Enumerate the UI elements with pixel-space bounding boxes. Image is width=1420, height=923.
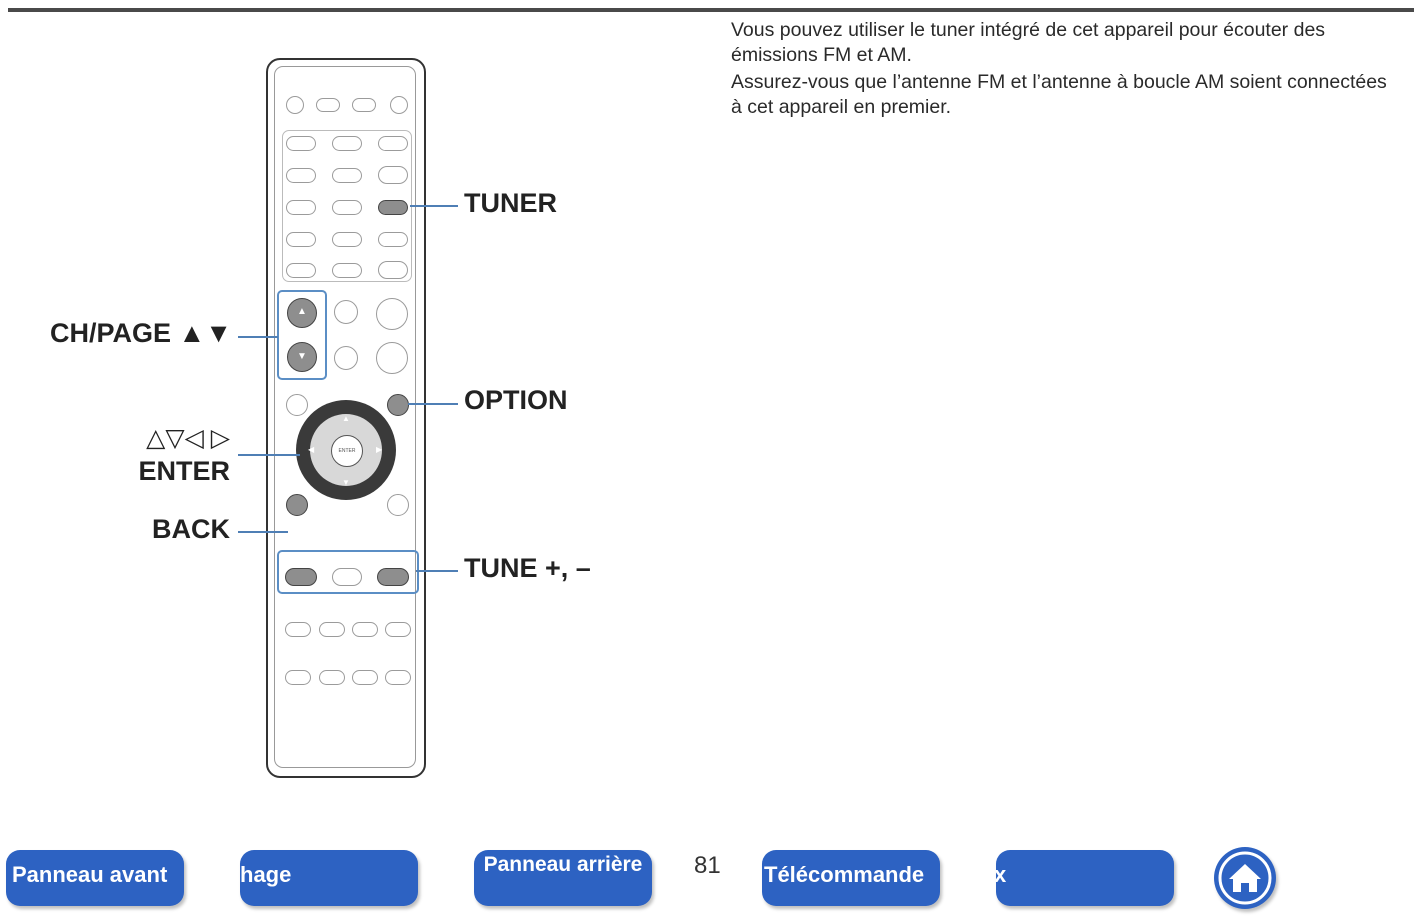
remote-button: [286, 136, 316, 151]
remote-button: [332, 168, 362, 183]
remote-button: [378, 261, 408, 279]
remote-button: [286, 200, 316, 215]
triangle-up-icon: ▲: [297, 306, 307, 317]
tune-plus-button: [377, 568, 409, 586]
callout-ch-page: CH/PAGE ▲▼: [50, 318, 232, 348]
nav-display-label: hage: [240, 862, 292, 887]
tuner-leader-line: [410, 205, 458, 207]
cursor-leader-line: [238, 454, 300, 456]
tune-highlight: [277, 550, 419, 594]
nav-rear-panel-button[interactable]: Panneau arrière: [474, 850, 652, 906]
remote-button: [286, 232, 316, 247]
ch-page-up-button: ▲: [287, 298, 317, 328]
remote-illustration: ▲ ▼ ENTER ▲ ▼ ◀ ▶: [266, 58, 426, 778]
nav-front-panel-label: Panneau avant: [12, 862, 168, 887]
arrow-left-icon: ◀: [308, 445, 315, 454]
remote-button: [352, 98, 376, 112]
arrow-down-icon: ▼: [342, 478, 350, 487]
volume-down-button: [376, 342, 408, 374]
nav-index-label: x: [996, 862, 1007, 887]
power-icon: [390, 96, 408, 114]
option-leader-line: [408, 403, 458, 405]
back-leader-line: [238, 531, 288, 533]
nav-front-panel-button[interactable]: Panneau avant: [6, 850, 184, 906]
remote-button: [332, 232, 362, 247]
remote-button: [334, 300, 358, 324]
tune-minus-button: [285, 568, 317, 586]
mute-icon: [334, 346, 358, 370]
sound-mode-button: [352, 670, 378, 685]
nav-remote-label: Télécommande: [764, 862, 925, 887]
ch-page-down-button: ▼: [287, 342, 317, 372]
remote-button: [332, 263, 362, 278]
cursor-pad: ENTER ▲ ▼ ◀ ▶: [296, 400, 396, 500]
remote-button: [378, 136, 408, 151]
nav-rear-panel-label: Panneau arrière: [483, 853, 643, 876]
home-button[interactable]: [1214, 847, 1276, 909]
info-button: [286, 394, 308, 416]
smart-select-button: [352, 622, 378, 637]
intro-text: Vous pouvez utiliser le tuner intégré de…: [731, 18, 1391, 122]
smart-select-button: [385, 622, 411, 637]
callout-option: OPTION: [464, 385, 568, 415]
ch-page-highlight: [277, 290, 327, 380]
remote-button: [378, 166, 408, 184]
smart-select-button: [285, 622, 311, 637]
sound-mode-button: [285, 670, 311, 685]
page-number: 81: [694, 852, 721, 879]
callout-back: BACK: [152, 514, 230, 544]
callout-tuner: TUNER: [464, 188, 557, 218]
ch-page-leader-line: [238, 336, 278, 338]
play-pause-icon: [332, 568, 362, 586]
sound-mode-button: [319, 670, 345, 685]
setup-button: [387, 494, 409, 516]
remote-inner-outline: [274, 66, 416, 768]
tuner-button: [378, 200, 408, 215]
enter-button: ENTER: [331, 435, 363, 467]
arrow-right-icon: ▶: [376, 445, 383, 454]
remote-button: [378, 232, 408, 247]
callout-tune: TUNE +, –: [464, 553, 591, 583]
option-button: [387, 394, 409, 416]
volume-up-button: [376, 298, 408, 330]
remote-button: [286, 96, 304, 114]
remote-button: [286, 168, 316, 183]
intro-line-2: Assurez-vous que l’antenne FM et l’anten…: [731, 71, 1387, 118]
arrow-up-icon: ▲: [342, 414, 350, 423]
top-rule: [8, 8, 1414, 12]
nav-display-button[interactable]: hage: [240, 850, 418, 906]
remote-button: [316, 98, 340, 112]
back-button: [286, 494, 308, 516]
nav-remote-button[interactable]: Télécommande: [762, 850, 940, 906]
remote-button: [332, 200, 362, 215]
remote-button: [286, 263, 316, 278]
triangle-down-icon: ▼: [297, 351, 307, 362]
remote-button: [332, 136, 362, 151]
intro-line-1: Vous pouvez utiliser le tuner intégré de…: [731, 19, 1326, 66]
tune-leader-line: [416, 570, 458, 572]
smart-select-button: [319, 622, 345, 637]
callout-enter: ENTER: [138, 456, 230, 486]
callout-cursor-arrows: △▽◁ ▷: [146, 424, 230, 452]
nav-index-button[interactable]: x: [996, 850, 1174, 906]
sound-mode-button: [385, 670, 411, 685]
home-icon: [1218, 851, 1272, 905]
